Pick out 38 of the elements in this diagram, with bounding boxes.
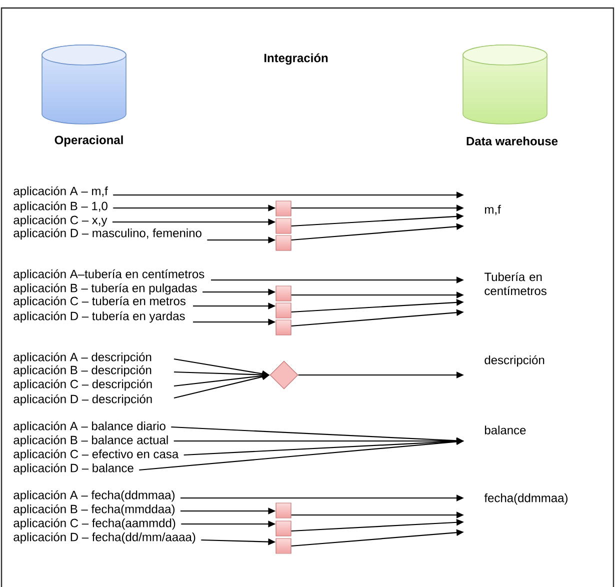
database-label: Data warehouse bbox=[466, 136, 558, 146]
conversion-box bbox=[276, 502, 292, 518]
source-label: aplicación C – efectivo en casa bbox=[14, 449, 179, 461]
conversion-box bbox=[276, 320, 292, 336]
conversion-box bbox=[276, 286, 292, 302]
source-label: aplicación A – balance diario bbox=[14, 421, 166, 433]
target-label: fecha(ddmmaa) bbox=[484, 493, 568, 505]
source-label: aplicación B – 1,0 bbox=[14, 201, 108, 213]
conversion-box bbox=[276, 538, 292, 554]
target-label: Tubería en centímetros bbox=[484, 272, 546, 296]
source-label: aplicación C – tubería en metros bbox=[14, 296, 186, 308]
source-label: aplicación C – descripción bbox=[14, 379, 152, 391]
source-label: aplicación B – fecha(mmddaa) bbox=[14, 504, 174, 516]
heading: Integración bbox=[264, 53, 328, 65]
source-label: aplicación C – fecha(aammdd) bbox=[14, 518, 176, 530]
source-label: aplicación A–tubería en centímetros bbox=[14, 269, 204, 281]
source-label: aplicación B – balance actual bbox=[14, 435, 168, 447]
conversion-box bbox=[276, 235, 292, 251]
conversion-box bbox=[276, 218, 292, 234]
source-label: aplicación A – descripción bbox=[14, 352, 152, 364]
target-label: m,f bbox=[485, 204, 501, 216]
source-label: aplicación D – tubería en yardas bbox=[14, 311, 185, 323]
source-label: aplicación B – descripción bbox=[14, 365, 152, 377]
source-label: aplicación B – tubería en pulgadas bbox=[14, 283, 197, 295]
conversion-box bbox=[276, 302, 292, 318]
conversion-box bbox=[276, 520, 292, 536]
source-label: aplicación D – masculino, femenino bbox=[14, 228, 202, 240]
source-label: aplicación D – descripción bbox=[14, 394, 152, 406]
source-label: aplicación A – fecha(ddmmaa) bbox=[14, 490, 174, 502]
target-label: balance bbox=[484, 426, 526, 434]
target-label: descripción bbox=[484, 355, 544, 367]
source-label: aplicación D – balance bbox=[14, 463, 134, 475]
decision-diamond bbox=[270, 360, 298, 390]
conversion-box bbox=[276, 200, 292, 216]
source-label: aplicación C – x,y bbox=[14, 215, 108, 227]
source-label: aplicación D – fecha(dd/mm/aaaa) bbox=[14, 532, 196, 544]
source-label: aplicación A – m,f bbox=[14, 186, 108, 198]
database-label: Operacional bbox=[54, 135, 123, 147]
